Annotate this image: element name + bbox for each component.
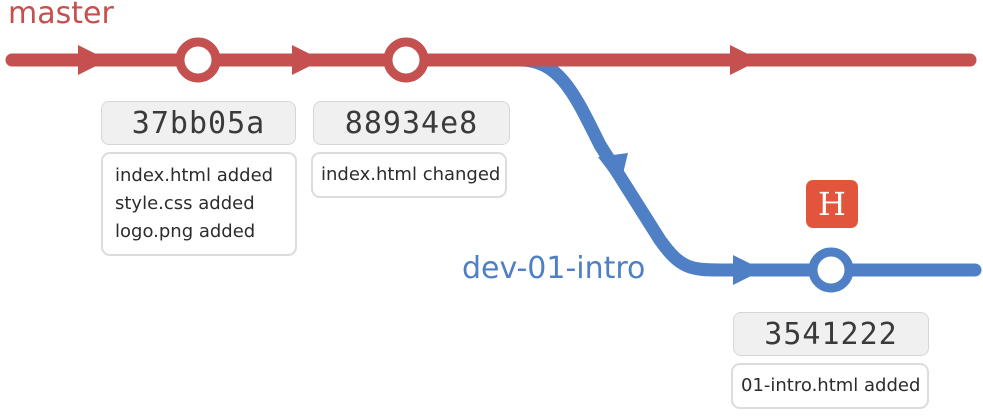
commit-message-box-3541222: 01-intro.html added <box>731 363 929 409</box>
commit-node-37bb05a <box>175 37 221 83</box>
commit-message-line: index.html changed <box>321 164 501 185</box>
master-branch-label: master <box>8 0 114 31</box>
dev-arrow-2 <box>733 255 763 285</box>
commit-message-box-37bb05a: index.html added style.css added logo.pn… <box>101 152 297 256</box>
commit-message-line: index.html added <box>115 165 274 186</box>
commit-hash-3541222: 3541222 <box>733 312 929 356</box>
commit-hash-88934e8: 88934e8 <box>313 101 510 145</box>
commit-message-line: style.css added <box>115 193 255 214</box>
dev-branch-label: dev-01-intro <box>462 251 646 286</box>
dev-arrow-1 <box>598 153 628 186</box>
commit-node-3541222 <box>808 247 854 293</box>
master-arrow-3 <box>730 45 760 75</box>
dev-branch-line <box>513 53 982 277</box>
commit-hash-37bb05a: 37bb05a <box>101 101 296 145</box>
commit-message-box-88934e8: index.html changed <box>311 152 507 198</box>
master-arrow-2 <box>292 45 322 75</box>
head-badge: H <box>806 180 858 228</box>
master-arrow-1 <box>78 45 108 75</box>
commit-message-line: 01-intro.html added <box>741 375 921 396</box>
commit-node-88934e8 <box>383 37 429 83</box>
commit-message-line: logo.png added <box>115 221 256 242</box>
